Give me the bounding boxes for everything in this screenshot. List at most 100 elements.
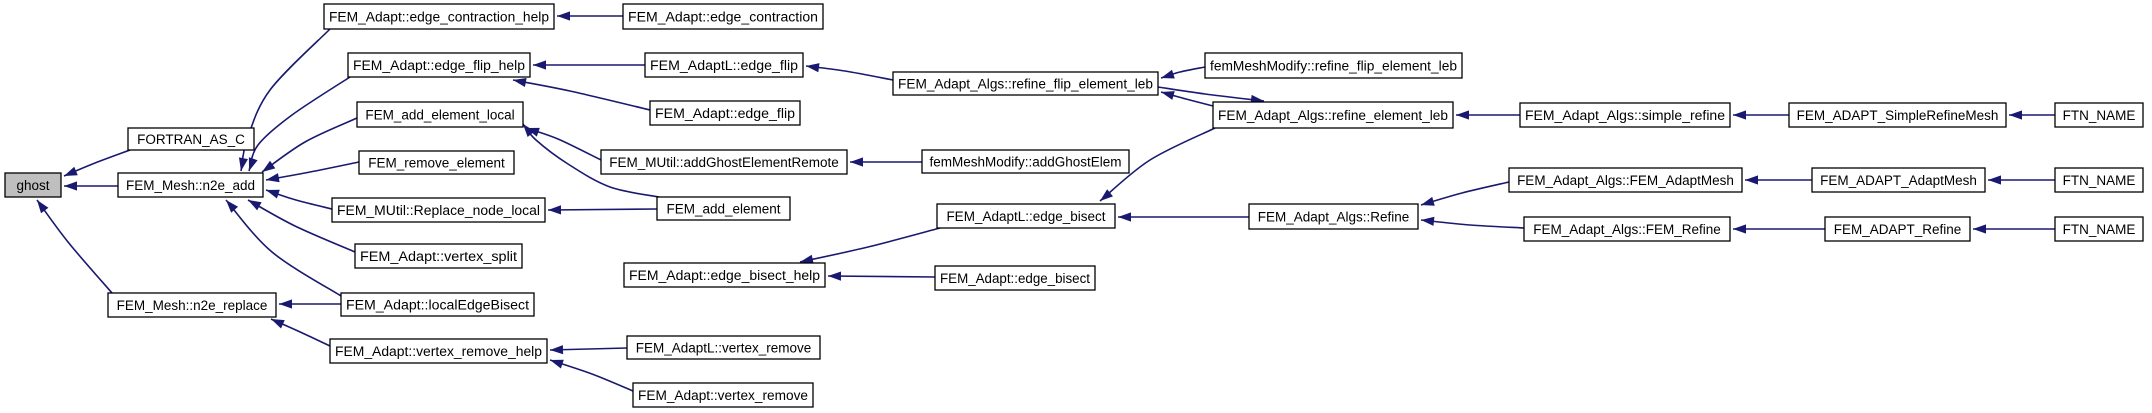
node-ftn2[interactable]: FTN_NAME <box>2054 167 2144 193</box>
node-adaptl_vertex_remove[interactable]: FEM_AdaptL::vertex_remove <box>626 335 821 360</box>
function-label: FEM_Adapt::edge_contraction_help <box>329 9 549 24</box>
arrowhead <box>1988 175 2001 185</box>
edge-fem_adaptmesh-to-refine <box>1420 181 1510 206</box>
function-box <box>1248 203 1419 230</box>
edge-refine_flip-to-refine_elem_leb <box>1157 86 1265 102</box>
node-adaptl_edge_bisect[interactable]: FEM_AdaptL::edge_bisect <box>936 203 1116 229</box>
function-box <box>1204 52 1463 79</box>
nodes-layer: ghost FORTRAN_AS_CFEM_Mesh::n2e_addFEM_Me… <box>4 3 2144 408</box>
arrowhead <box>523 124 535 137</box>
arrowhead <box>1100 189 1113 201</box>
function-box <box>347 52 531 78</box>
function-label: FEM_AdaptL::vertex_remove <box>636 340 812 355</box>
arrowhead <box>550 345 564 355</box>
arrowhead <box>271 319 285 329</box>
function-label: FEM_Adapt_Algs::simple_refine <box>1525 108 1725 123</box>
function-box <box>117 172 264 198</box>
node-simple_refine[interactable]: FEM_Adapt_Algs::simple_refine <box>1519 102 1731 128</box>
node-fmm_add_ghost_elem[interactable]: femMeshModify::addGhostElem <box>921 149 1130 174</box>
node-refine[interactable]: FEM_Adapt_Algs::Refine <box>1248 203 1419 230</box>
node-ftn1[interactable]: FTN_NAME <box>2054 102 2144 128</box>
function-label: FEM_Adapt::vertex_remove_help <box>335 344 542 359</box>
function-box <box>107 292 277 318</box>
arrowhead <box>828 271 842 281</box>
function-box <box>1508 167 1743 193</box>
edge-remove_elem-to-n2e_add <box>265 161 360 181</box>
node-vertex_split[interactable]: FEM_Adapt::vertex_split <box>354 243 523 269</box>
function-label: FEM_ADAPT_SimpleRefineMesh <box>1797 108 1999 123</box>
node-replace_node[interactable]: FEM_MUtil::Replace_node_local <box>331 197 546 223</box>
node-flip_help[interactable]: FEM_Adapt::edge_flip_help <box>347 52 531 78</box>
node-adaptl_edge_flip[interactable]: FEM_AdaptL::edge_flip <box>644 52 804 78</box>
arrowhead <box>1421 216 1435 226</box>
function-label: FEM_Adapt::vertex_split <box>360 249 517 264</box>
function-label: FEM_Adapt::edge_flip <box>655 106 795 121</box>
node-adapt_edge_bisect[interactable]: FEM_Adapt::edge_bisect <box>934 265 1096 291</box>
function-box <box>2054 102 2144 128</box>
function-label: FEM_Mesh::n2e_add <box>126 178 255 193</box>
edge-contraction_help-to-n2e_add <box>240 28 331 172</box>
edge-adaptl_edge_bisect-to-edge_bisect_help <box>799 227 941 263</box>
function-label: FORTRAN_AS_C <box>137 132 245 147</box>
function-label: FEM_MUtil::addGhostElementRemote <box>609 155 839 170</box>
function-box <box>2054 167 2144 193</box>
node-refine_flip[interactable]: FEM_Adapt_Algs::refine_flip_element_leb <box>892 71 1159 96</box>
function-label: FEM_Adapt_Algs::Refine <box>1258 209 1410 224</box>
node-contraction_help[interactable]: FEM_Adapt::edge_contraction_help <box>323 3 555 30</box>
function-box <box>356 101 524 128</box>
function-label: FEM_Adapt_Algs::refine_flip_element_leb <box>898 76 1153 91</box>
node-vertex_remove_help[interactable]: FEM_Adapt::vertex_remove_help <box>329 338 548 364</box>
function-label: FEM_ADAPT_Refine <box>1834 222 1962 237</box>
function-box <box>934 265 1096 291</box>
arrowhead <box>1161 91 1175 100</box>
function-label: FEM_Adapt::localEdgeBisect <box>346 297 529 312</box>
arrowhead <box>64 181 77 191</box>
arrowhead <box>248 157 258 171</box>
function-box <box>936 203 1116 229</box>
arrowhead <box>513 77 527 87</box>
function-label: FEM_Adapt::edge_bisect_help <box>629 268 820 283</box>
function-label: FEM_Adapt_Algs::FEM_Refine <box>1533 222 1721 237</box>
edge-adapt_edge_bisect-to-edge_bisect_help <box>827 275 936 278</box>
arrowhead <box>1456 110 1469 120</box>
function-label: FEM_remove_element <box>368 155 505 170</box>
node-adapt_simplerefinemesh[interactable]: FEM_ADAPT_SimpleRefineMesh <box>1788 102 2007 128</box>
arrowhead <box>1733 224 1746 234</box>
function-box <box>1523 216 1731 242</box>
function-label: FEM_Mesh::n2e_replace <box>117 298 268 313</box>
node-add_element[interactable]: FEM_add_element <box>656 196 791 221</box>
arrowhead <box>806 63 820 73</box>
node-fem_adaptmesh[interactable]: FEM_Adapt_Algs::FEM_AdaptMesh <box>1508 167 1743 193</box>
node-n2e_add[interactable]: FEM_Mesh::n2e_add <box>117 172 264 198</box>
node-add_ghost_remote[interactable]: FEM_MUtil::addGhostElementRemote <box>600 149 848 175</box>
arrowhead <box>37 200 49 214</box>
node-local_edge_bisect[interactable]: FEM_Adapt::localEdgeBisect <box>340 292 535 317</box>
function-label: ghost <box>16 178 49 193</box>
node-ftn3[interactable]: FTN_NAME <box>2054 216 2144 242</box>
function-box <box>127 127 255 151</box>
function-box <box>600 149 848 175</box>
function-box <box>921 149 1130 174</box>
function-box <box>329 338 548 364</box>
function-box <box>1824 216 1971 242</box>
node-add_elem_local[interactable]: FEM_add_element_local <box>356 101 524 128</box>
node-n2e_replace[interactable]: FEM_Mesh::n2e_replace <box>107 292 277 318</box>
node-ghost: ghost <box>4 172 62 198</box>
node-remove_elem[interactable]: FEM_remove_element <box>358 150 515 175</box>
node-adapt_vertex_remove[interactable]: FEM_Adapt::vertex_remove <box>632 382 814 408</box>
function-label: FTN_NAME <box>2063 222 2136 237</box>
arrowhead <box>266 173 280 183</box>
node-adapt_refine[interactable]: FEM_ADAPT_Refine <box>1824 216 1971 242</box>
node-fem_refine[interactable]: FEM_Adapt_Algs::FEM_Refine <box>1523 216 1731 242</box>
node-edge_bisect_help[interactable]: FEM_Adapt::edge_bisect_help <box>623 262 826 288</box>
edge-refine_flip-to-adaptl_edge_flip <box>805 65 894 81</box>
node-refine_elem_leb[interactable]: FEM_Adapt_Algs::refine_element_leb <box>1212 101 1454 129</box>
node-adapt_adaptmesh[interactable]: FEM_ADAPT_AdaptMesh <box>1811 167 1986 193</box>
node-fmm_refine_flip[interactable]: femMeshModify::refine_flip_element_leb <box>1204 52 1463 79</box>
node-edge_contraction[interactable]: FEM_Adapt::edge_contraction <box>622 3 824 30</box>
function-box <box>323 3 555 30</box>
node-adapt_edge_flip[interactable]: FEM_Adapt::edge_flip <box>649 100 801 126</box>
node-fortran[interactable]: FORTRAN_AS_C <box>127 127 255 151</box>
edges-layer <box>36 11 2055 392</box>
function-label: FEM_Adapt::vertex_remove <box>638 388 808 403</box>
